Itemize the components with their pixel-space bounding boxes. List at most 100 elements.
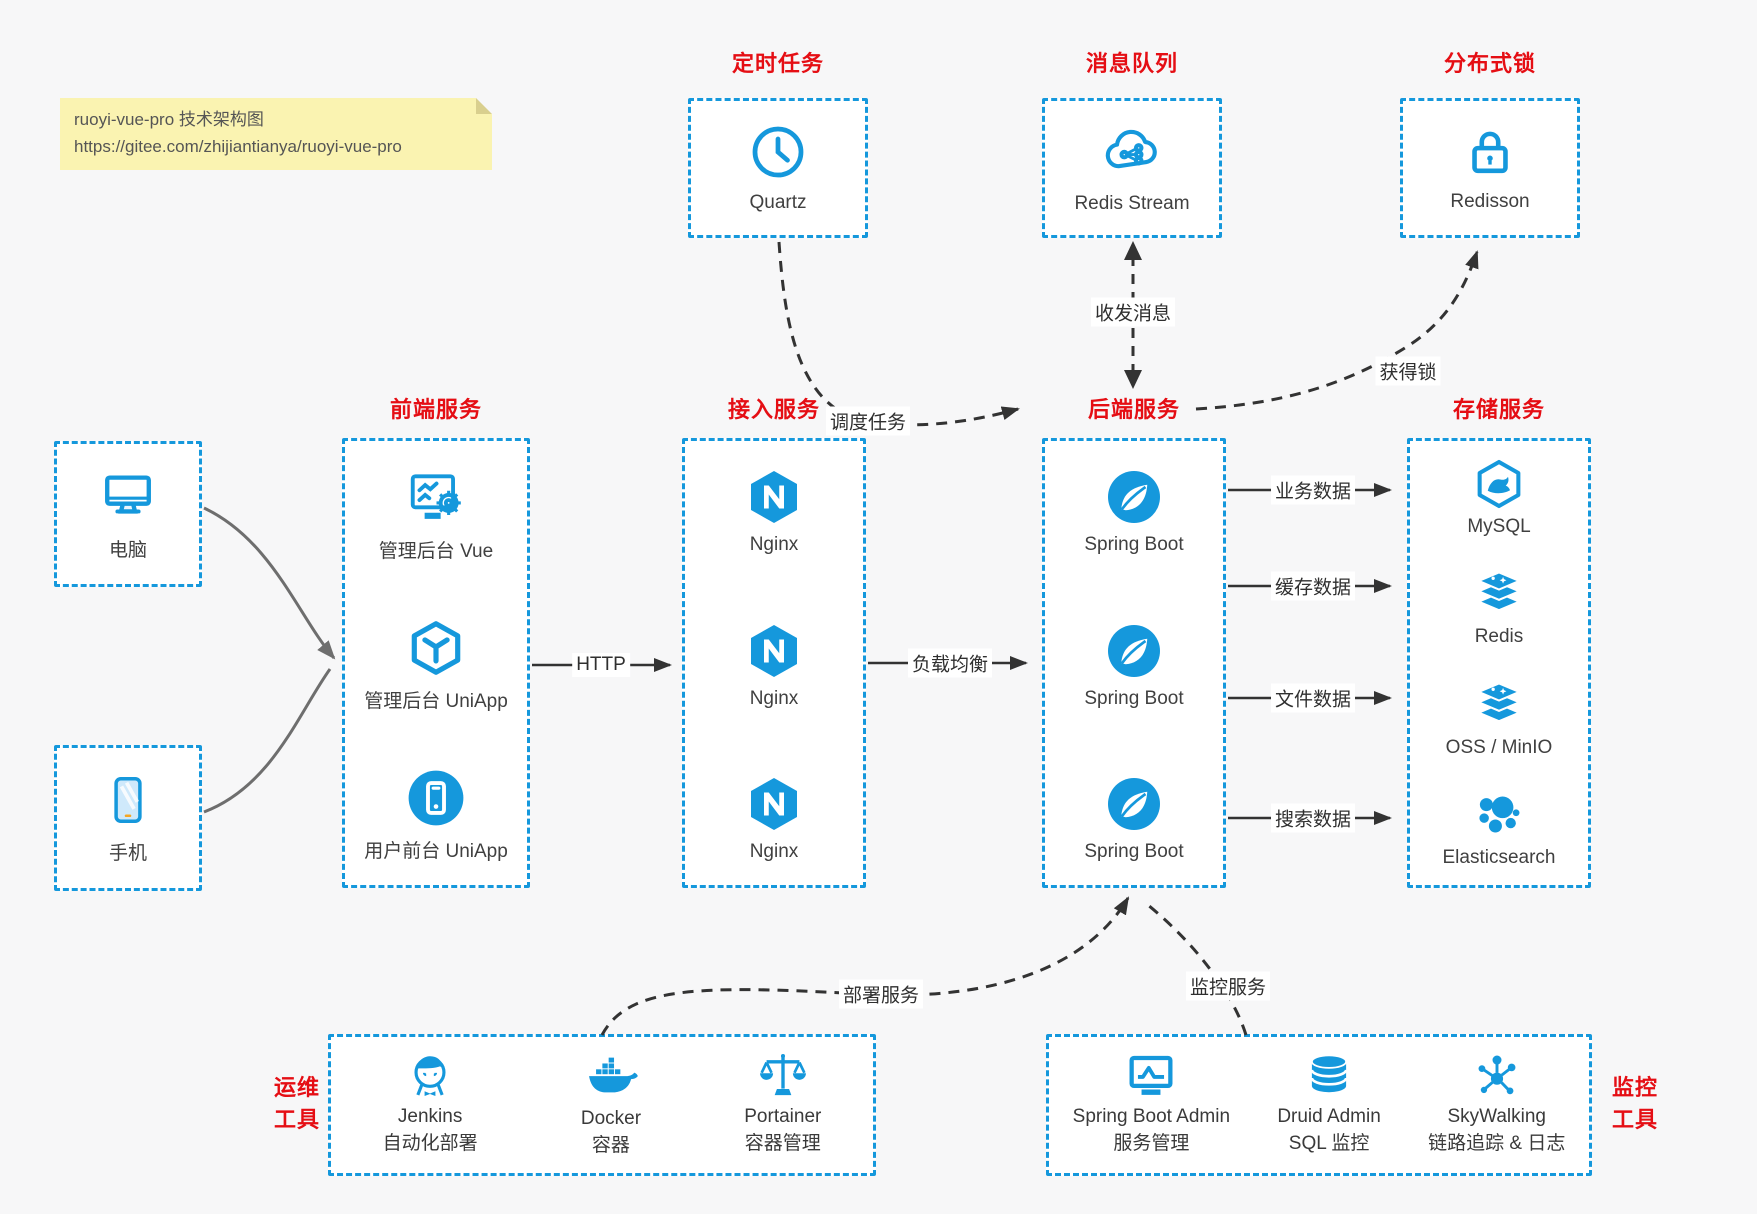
storage-item-elasticsearch: Elasticsearch [1443,788,1556,869]
ops-item-jenkins: Jenkins 自动化部署 [383,1049,478,1156]
title-distributed-lock: 分布式锁 [1443,51,1536,76]
note-title: ruoyi-vue-pro 技术架构图 [74,110,264,129]
gateway-item-label: Nginx [749,841,799,862]
redis-stream-label: Redis Stream [1074,193,1190,214]
monitor-item-desc: 服务管理 [1113,1132,1190,1154]
frontend-item-admin-vue: 管理后台 Vue [379,467,493,563]
ops-item-desc: 自动化部署 [382,1132,478,1154]
cloud-network-icon [1105,129,1157,169]
ops-item-name: Docker [580,1108,642,1129]
monitor-item-skywalking: SkyWalking 链路追踪 & 日志 [1428,1049,1565,1156]
gateway-item-label: Nginx [749,534,799,555]
edge-clients-to-frontend [203,506,336,814]
frontend-item-user-uniapp: 用户前台 UniApp [364,767,508,863]
nginx-icon [751,778,797,830]
edge-label-biz-data: 业务数据 [1270,475,1356,505]
frontend-item-label: 用户前台 UniApp [364,841,508,862]
monitor-title-line1: 监控 [1612,1075,1659,1100]
edge-label-file-data: 文件数据 [1270,683,1356,713]
edge-label-schedule: 调度任务 [825,406,911,436]
spring-boot-icon [1107,471,1160,523]
monitor-item-druid: Druid Admin SQL 监控 [1277,1049,1381,1156]
mysql-icon [1477,459,1521,509]
object-storage-icon [1476,681,1522,722]
mobile-app-icon [408,770,464,826]
note-url: https://gitee.com/zhijiantianya/ruoyi-vu… [74,137,402,157]
nginx-icon [751,624,797,677]
edge-label-monitor-service: 监控服务 [1185,971,1271,1001]
edge-label-cache-data: 缓存数据 [1270,571,1356,601]
monitor-tools-title: 监控 工具 [1612,1072,1682,1136]
title-backend-services: 后端服务 [1087,397,1180,422]
ops-item-desc: 容器管理 [744,1132,821,1154]
quartz-box: Quartz [688,98,868,238]
mobile-client-box: 手机 [54,745,202,891]
storage-item-label: MySQL [1467,516,1531,537]
phone-icon [114,776,142,823]
ops-tools-box: Jenkins 自动化部署 Docker 容器 Portainer 容器管理 [328,1034,876,1176]
redis-stack-icon [1476,571,1522,612]
ops-item-name: Jenkins [397,1106,463,1127]
sticky-note: ruoyi-vue-pro 技术架构图 https://gitee.com/zh… [60,98,492,170]
monitor-tools-box: Spring Boot Admin 服务管理 Druid Admin SQL 监… [1046,1034,1592,1176]
frontend-item-label: 管理后台 UniApp [364,691,508,712]
storage-box: MySQL Redis OSS / MinIO Elasticsearch [1407,438,1591,888]
spring-boot-icon [1107,624,1160,677]
edge-label-lock: 获得锁 [1375,356,1441,386]
storage-item-mysql: MySQL [1467,457,1531,538]
edge-label-search-data: 搜索数据 [1270,803,1356,833]
title-frontend-services: 前端服务 [389,397,482,422]
ops-item-portainer: Portainer 容器管理 [744,1049,821,1156]
frontend-item-label: 管理后台 Vue [378,541,494,562]
monitor-item-sba: Spring Boot Admin 服务管理 [1073,1049,1230,1156]
storage-item-label: Elasticsearch [1442,846,1556,868]
nginx-icon [751,471,797,523]
uniapp-cube-icon [411,621,461,675]
ops-item-name: Portainer [744,1106,822,1127]
ops-item-desc: 容器 [591,1134,630,1156]
redisson-label: Redisson [1450,191,1530,212]
monitor-item-name: Druid Admin [1277,1106,1381,1127]
backend-item-label: Spring Boot [1084,687,1184,709]
backend-box: Spring Boot Spring Boot Spring Boot [1042,438,1226,888]
quartz-label: Quartz [749,192,807,213]
edge-deploy-service [600,896,1130,1036]
monitor-item-name: Spring Boot Admin [1072,1106,1231,1127]
edge-label-deploy: 部署服务 [838,979,924,1009]
title-message-queue: 消息队列 [1085,51,1178,76]
elasticsearch-icon [1479,796,1520,833]
edge-label-http: HTTP [572,653,630,677]
gateway-item-nginx-3: Nginx [744,774,804,863]
storage-item-redis: Redis [1472,567,1526,648]
mobile-client-label: 手机 [108,842,147,864]
admin-vue-icon [410,474,461,519]
note-fold-corner [476,98,492,114]
monitor-item-name: SkyWalking [1447,1106,1546,1127]
ops-tools-title: 运维 工具 [256,1072,320,1136]
backend-item-springboot-2: Spring Boot [1084,621,1184,710]
edge-monitor-service [1147,903,1248,1036]
title-storage-services: 存储服务 [1452,397,1545,422]
backend-item-springboot-3: Spring Boot [1084,774,1184,863]
lock-icon [1472,131,1508,174]
gateway-item-nginx-2: Nginx [744,621,804,710]
ops-title-line2: 工具 [273,1106,320,1132]
topology-icon [1478,1055,1516,1095]
monitor-item-desc: 链路追踪 & 日志 [1428,1132,1566,1154]
gateway-box: Nginx Nginx Nginx [682,438,866,888]
admin-monitor-icon [1129,1055,1173,1095]
jenkins-icon [414,1056,446,1097]
storage-item-label: OSS / MinIO [1445,736,1553,758]
edge-label-messages: 收发消息 [1090,297,1176,327]
pc-client-label: 电脑 [108,539,147,561]
frontend-box: 管理后台 Vue 管理后台 UniApp 用户前台 UniApp [342,438,530,888]
frontend-item-admin-uniapp: 管理后台 UniApp [364,617,508,713]
monitor-item-desc: SQL 监控 [1288,1132,1370,1154]
backend-item-springboot-1: Spring Boot [1084,467,1184,556]
desktop-icon [105,474,151,514]
ops-title-line1: 运维 [273,1075,320,1100]
redisson-box: Redisson [1400,98,1580,238]
storage-item-oss-minio: OSS / MinIO [1445,678,1553,759]
title-scheduled-tasks: 定时任务 [731,51,824,76]
backend-item-label: Spring Boot [1084,534,1184,555]
